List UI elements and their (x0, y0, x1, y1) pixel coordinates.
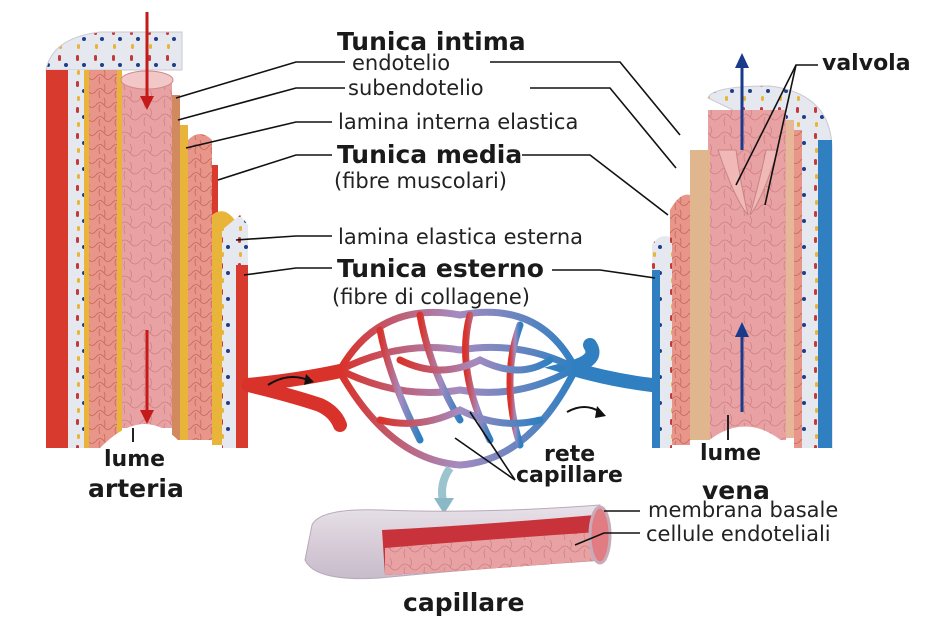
artery-elastic-int (117, 70, 122, 448)
label-valvola: valvola (822, 51, 911, 76)
zoom-arrow-icon (434, 498, 454, 514)
vein-flow-arrow-top-icon (735, 53, 749, 68)
label-subendotelio: subendotelio (348, 76, 484, 100)
label-lume-arteria: lume (104, 447, 166, 472)
capillary-mesh (336, 308, 579, 469)
capillary-closeup (304, 504, 612, 580)
outflow-arrow-icon (595, 406, 606, 418)
artery-illustration (45, 12, 248, 452)
label-capillare-network: capillare (516, 463, 623, 488)
label-capillare: capillare (403, 588, 525, 617)
valve-flap-left (717, 149, 749, 216)
artery-flow-arrow-top-icon (140, 96, 154, 110)
arteriole (241, 378, 347, 432)
label-lamina-interna-elastica: lamina interna elastica (338, 110, 579, 134)
artery-muscle-layer (89, 70, 117, 448)
label-arteria: arteria (88, 474, 184, 503)
label-tunica-esterno: Tunica esterno (337, 254, 544, 283)
inflow-arrow-icon (304, 374, 314, 385)
artery-elastic-ext (84, 70, 89, 448)
artery-outer-wall (45, 31, 183, 71)
label-vena: vena (702, 476, 770, 505)
venule (544, 338, 659, 392)
label-rete: rete (544, 442, 596, 467)
artery-collagen-layer (68, 70, 84, 448)
label-cellule-endoteliali: cellule endoteliali (646, 522, 831, 546)
artery-subendothelium (172, 95, 180, 440)
label-lume-vena: lume (700, 441, 762, 466)
label-lamina-elastica-esterna: lamina elastica esterna (338, 225, 584, 249)
label-endotelio: endotelio (352, 51, 451, 75)
label-tunica-media: Tunica media (337, 140, 523, 169)
capillary-network (241, 308, 659, 514)
artery-flow-arrow-bottom-icon (140, 410, 154, 424)
label-membrana-basale: membrana basale (648, 498, 839, 522)
label-fibre-muscolari: (fibre muscolari) (334, 169, 507, 193)
vein-adventitia-right (818, 140, 832, 448)
label-tunica-intima: Tunica intima (337, 27, 526, 56)
vein-flow-arrow-bottom-icon (735, 322, 749, 337)
valve-flap-right (749, 149, 779, 216)
leader-lines (175, 61, 818, 546)
vein-illustration (652, 53, 833, 452)
vein-subendothelium (690, 150, 710, 440)
artery-adventitia (46, 70, 68, 448)
label-fibre-di-collagene: (fibre di collagene) (332, 285, 530, 309)
